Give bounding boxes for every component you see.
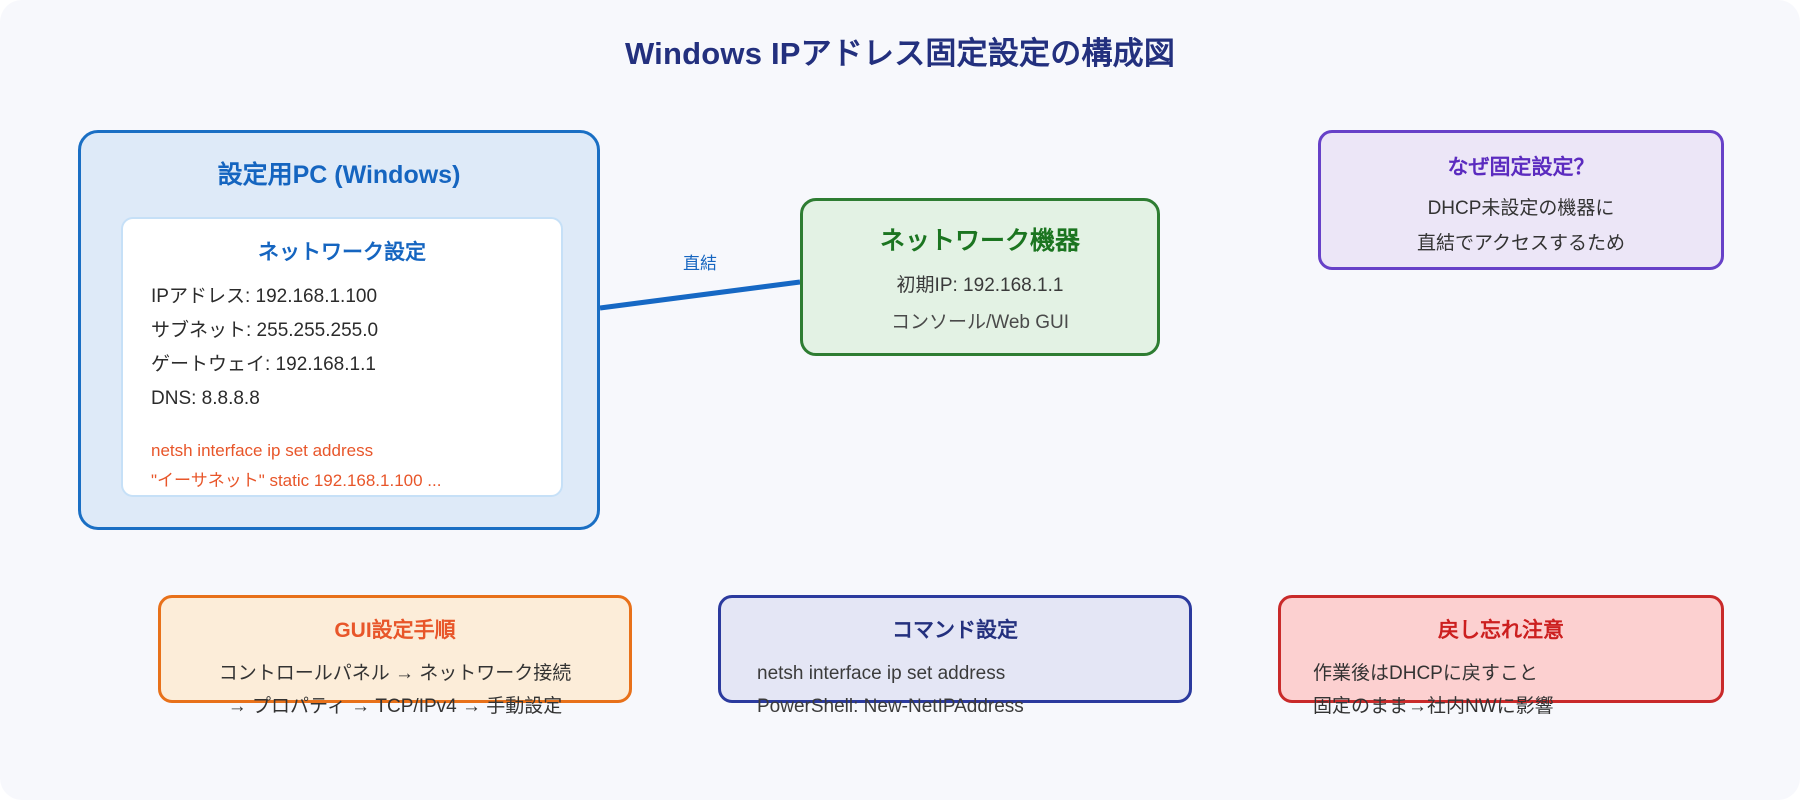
- node-revert-warning-body: 作業後はDHCPに戻すこと 固定のまま→社内NWに影響: [1313, 657, 1721, 723]
- node-network-device[interactable]: ネットワーク機器 初期IP: 192.168.1.1 コンソール/Web GUI: [800, 198, 1160, 356]
- device-access-method: コンソール/Web GUI: [890, 312, 1070, 333]
- netsh-command-line-1: netsh interface ip set address: [151, 441, 374, 460]
- node-setup-pc[interactable]: 設定用PC (Windows) ネットワーク設定 IPアドレス: 192.168…: [78, 130, 600, 530]
- settings-row-gateway: ゲートウェイ: 192.168.1.1: [151, 354, 376, 375]
- command-config-line-2: PowerShell: New-NetIPAddress: [757, 696, 1024, 717]
- revert-warning-line-2: 固定のまま→社内NWに影響: [1313, 696, 1554, 717]
- settings-row-ip: IPアドレス: 192.168.1.100: [151, 286, 378, 307]
- node-command-config-title: コマンド設定: [892, 619, 1018, 642]
- node-setup-pc-title: 設定用PC (Windows): [217, 161, 461, 189]
- node-gui-procedure[interactable]: GUI設定手順 コントロールパネル → ネットワーク接続 → プロパティ → T…: [158, 595, 632, 717]
- why-static-line-2: 直結でアクセスするため: [1416, 233, 1626, 254]
- netsh-command-snippet: netsh interface ip set address "イーサネット" …: [151, 436, 561, 496]
- network-settings-card: ネットワーク設定 IPアドレス: 192.168.1.100 サブネット: 25…: [121, 217, 563, 497]
- gui-procedure-line-2: → プロパティ → TCP/IPv4 → 手動設定: [227, 696, 563, 717]
- page-title: Windows IPアドレス固定設定の構成図: [624, 36, 1176, 71]
- node-command-config[interactable]: コマンド設定 netsh interface ip set address Po…: [718, 595, 1192, 717]
- node-gui-procedure-body: コントロールパネル → ネットワーク接続 → プロパティ → TCP/IPv4 …: [161, 657, 629, 723]
- revert-warning-line-1: 作業後はDHCPに戻すこと: [1313, 663, 1538, 684]
- gui-procedure-line-1: コントロールパネル → ネットワーク接続: [218, 663, 572, 684]
- node-gui-procedure-title: GUI設定手順: [334, 619, 456, 642]
- network-settings-list: IPアドレス: 192.168.1.100 サブネット: 255.255.255…: [151, 280, 561, 416]
- command-config-line-1: netsh interface ip set address: [757, 663, 1006, 684]
- why-static-line-1: DHCP未設定の機器に: [1427, 198, 1615, 219]
- node-revert-warning-title: 戻し忘れ注意: [1438, 619, 1564, 642]
- netsh-command-line-2: "イーサネット" static 192.168.1.100 ...: [151, 471, 442, 490]
- node-command-config-body: netsh interface ip set address PowerShel…: [757, 657, 1189, 723]
- node-why-static[interactable]: なぜ固定設定？ DHCP未設定の機器に 直結でアクセスするため: [1318, 130, 1724, 270]
- settings-row-subnet: サブネット: 255.255.255.0: [151, 320, 379, 341]
- node-revert-warning[interactable]: 戻し忘れ注意 作業後はDHCPに戻すこと 固定のまま→社内NWに影響: [1278, 595, 1724, 717]
- node-why-static-title: なぜ固定設定？: [1447, 156, 1595, 179]
- device-initial-ip: 初期IP: 192.168.1.1: [896, 275, 1064, 296]
- connection-label-direct: 直結: [683, 254, 717, 273]
- network-settings-title: ネットワーク設定: [258, 241, 426, 264]
- node-network-device-title: ネットワーク機器: [879, 227, 1080, 255]
- settings-row-dns: DNS: 8.8.8.8: [151, 388, 260, 409]
